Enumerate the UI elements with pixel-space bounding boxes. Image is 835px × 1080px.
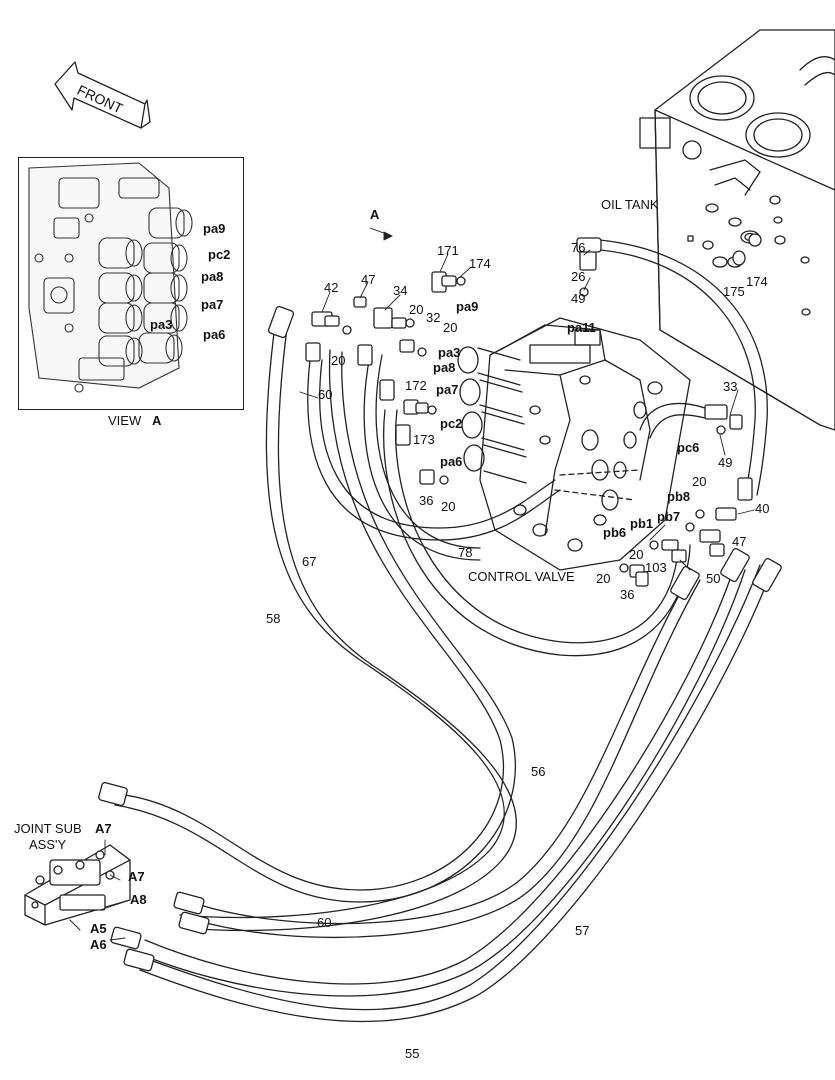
part-55: 55	[405, 1046, 420, 1061]
joint-a6: A6	[90, 937, 107, 952]
elbow-fittings	[311, 233, 762, 587]
port-pa6: pa6	[440, 454, 463, 469]
hose-57	[134, 564, 746, 997]
part-78: 78	[458, 545, 473, 560]
port-pc6: pc6	[677, 440, 700, 455]
front-arrow	[54, 61, 151, 129]
part-20-a: 20	[409, 302, 424, 317]
part-60-a: 60	[318, 387, 333, 402]
hose-55	[139, 564, 773, 1023]
part-33: 33	[723, 379, 738, 394]
port-pb8: pb8	[667, 489, 691, 504]
control-valve-label: CONTROL VALVE	[468, 569, 575, 584]
part-50: 50	[706, 571, 721, 586]
joint-a8: A8	[130, 892, 147, 907]
part-172: 172	[405, 378, 427, 393]
port-pa3: pa3	[438, 345, 461, 360]
part-20-e: 20	[692, 474, 707, 489]
part-32: 32	[426, 310, 441, 325]
port-pa9: pa9	[456, 299, 479, 314]
part-26: 26	[571, 269, 586, 284]
joint-sub-label-2: ASS'Y	[29, 837, 67, 852]
part-36-a: 36	[419, 493, 434, 508]
part-20-b: 20	[443, 320, 458, 335]
part-40: 40	[755, 501, 770, 516]
part-58: 58	[266, 611, 281, 626]
view-pa7: pa7	[201, 297, 224, 312]
hose-60-lower	[114, 349, 516, 903]
port-pb7: pb7	[657, 509, 681, 524]
part-34: 34	[393, 283, 408, 298]
hose-56	[194, 574, 701, 939]
part-103: 103	[645, 560, 667, 575]
joint-sub-label-1: JOINT SUB	[14, 821, 82, 836]
part-42: 42	[324, 280, 339, 295]
view-letter: A	[152, 413, 162, 428]
joint-a7: A7	[128, 869, 145, 884]
part-171: 171	[437, 243, 459, 258]
view-a-drawing	[28, 162, 193, 393]
view-label: VIEW	[108, 413, 142, 428]
hose-33	[639, 402, 706, 439]
hose-67	[363, 354, 481, 561]
part-20-c: 20	[331, 353, 346, 368]
part-49-a: 49	[571, 291, 586, 306]
hose-fittings	[98, 237, 782, 972]
port-pa8: pa8	[433, 360, 456, 375]
oil-tank-label: OIL TANK	[601, 197, 659, 212]
part-20-g: 20	[596, 571, 611, 586]
part-47-b: 47	[732, 534, 747, 549]
part-76: 76	[571, 240, 586, 255]
part-56: 56	[531, 764, 546, 779]
part-20-d: 20	[441, 499, 456, 514]
port-pa11: pa11	[567, 320, 596, 335]
part-47-a: 47	[361, 272, 376, 287]
part-67: 67	[302, 554, 317, 569]
part-20-f: 20	[629, 547, 644, 562]
part-175: 175	[723, 284, 745, 299]
part-174-a: 174	[469, 256, 491, 271]
part-57: 57	[575, 923, 590, 938]
part-60-b: 60	[317, 915, 332, 930]
port-pb6: pb6	[603, 525, 627, 540]
port-pc2: pc2	[440, 416, 463, 431]
hose-58	[179, 324, 517, 932]
part-36-b: 36	[620, 587, 635, 602]
view-pa8: pa8	[201, 269, 224, 284]
view-pa6: pa6	[203, 327, 226, 342]
joint-a5: A5	[90, 921, 107, 936]
view-pa9: pa9	[203, 221, 226, 236]
view-arrow-letter: A	[370, 207, 380, 222]
oil-tank	[639, 29, 835, 431]
joint-sub-assembly	[24, 844, 131, 926]
port-pb1: pb1	[630, 516, 654, 531]
hose-76	[599, 239, 768, 496]
view-pc2: pc2	[208, 247, 231, 262]
port-pa7: pa7	[436, 382, 459, 397]
view-a-inset	[18, 157, 244, 410]
control-valve	[457, 317, 691, 571]
view-pa3: pa3	[150, 317, 173, 332]
part-49-b: 49	[718, 455, 733, 470]
part-174-b: 174	[746, 274, 768, 289]
joint-a7-top: A7	[95, 821, 112, 836]
part-173: 173	[413, 432, 435, 447]
